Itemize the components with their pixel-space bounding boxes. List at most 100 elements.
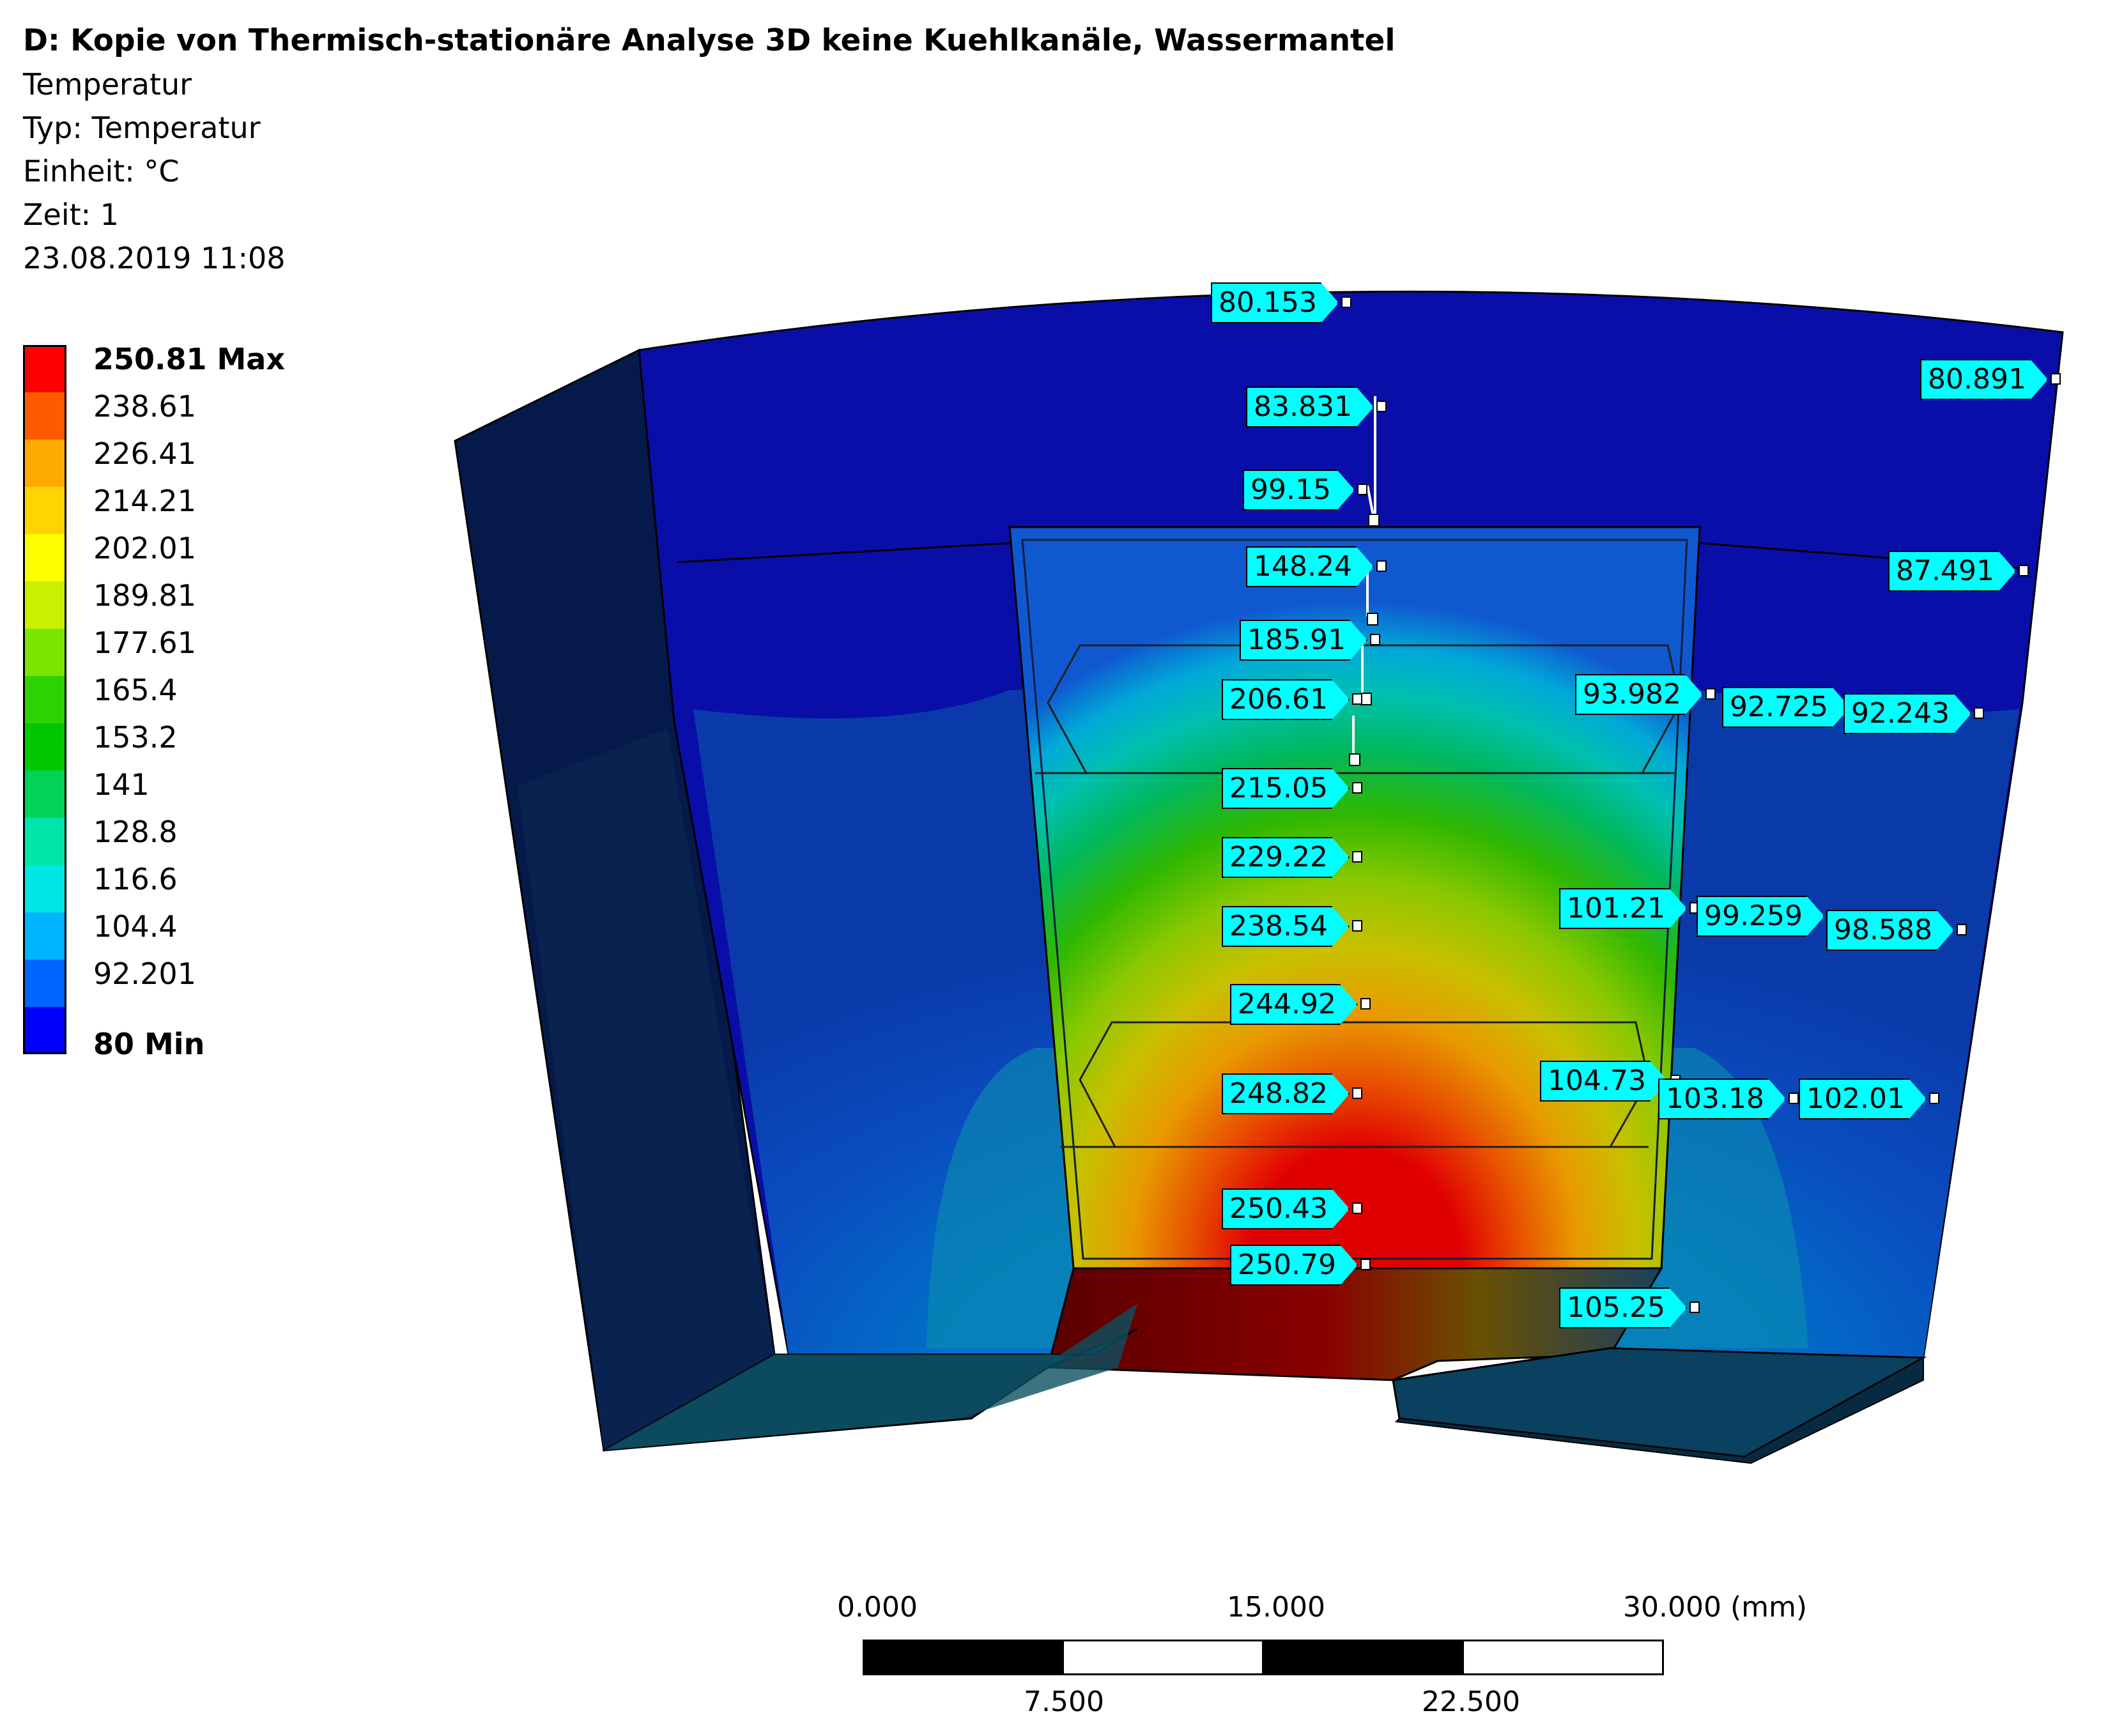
probe-marker-icon — [1370, 634, 1380, 645]
legend-swatch — [23, 818, 66, 865]
probe-label[interactable]: 83.831 — [1246, 387, 1389, 427]
legend-label: 141 — [93, 767, 150, 802]
probe-marker-icon — [1705, 688, 1716, 700]
probe-label[interactable]: 185.91 — [1240, 620, 1383, 661]
probe-value: 83.831 — [1246, 387, 1374, 427]
probe-value: 101.21 — [1559, 888, 1687, 929]
probe-value: 238.54 — [1222, 906, 1350, 947]
probe-label[interactable]: 206.61 — [1222, 679, 1365, 720]
legend-row: 202.01 — [23, 531, 279, 581]
legend-swatch — [23, 534, 66, 581]
legend-row: 177.61 — [23, 626, 279, 676]
legend-swatch — [23, 345, 66, 392]
analysis-title: D: Kopie von Thermisch-stationäre Analys… — [23, 23, 1396, 58]
legend-row: 80 Min — [23, 1007, 279, 1061]
probe-value: 102.01 — [1799, 1079, 1927, 1119]
probe-marker-icon — [1957, 924, 1967, 935]
legend-row: 92.201 — [23, 956, 279, 1007]
legend-label: 177.61 — [93, 626, 196, 660]
probe-marker-icon — [1360, 998, 1371, 1010]
result-time: Zeit: 1 — [23, 197, 119, 232]
legend-swatch — [23, 440, 66, 487]
probe-marker-icon — [1929, 1093, 1939, 1104]
probe-label[interactable]: 99.259 — [1697, 896, 1840, 937]
probe-label[interactable]: 238.54 — [1222, 906, 1365, 947]
probe-value: 206.61 — [1222, 679, 1350, 720]
probe-value: 99.259 — [1697, 896, 1824, 937]
probe-value: 229.22 — [1222, 837, 1350, 878]
probe-label[interactable]: 93.982 — [1575, 674, 1718, 715]
probe-label[interactable]: 104.73 — [1540, 1061, 1683, 1102]
probe-marker-icon — [1376, 560, 1387, 572]
probe-marker-icon — [1789, 1093, 1799, 1104]
result-unit: Einheit: °C — [23, 154, 180, 188]
probe-value: 105.25 — [1559, 1287, 1687, 1328]
probe-marker-icon — [1352, 1202, 1362, 1214]
probe-label[interactable]: 229.22 — [1222, 837, 1365, 878]
scale-segment-1 — [863, 1640, 1064, 1675]
result-name: Temperatur — [23, 67, 192, 102]
probe-marker-icon — [2051, 373, 2061, 385]
legend-label: 116.6 — [93, 862, 178, 896]
probe-marker-icon — [1974, 707, 1984, 719]
probe-marker-icon — [1352, 782, 1362, 794]
probe-label[interactable]: 101.21 — [1559, 888, 1702, 929]
probe-label[interactable]: 250.79 — [1230, 1245, 1373, 1286]
legend-swatch — [23, 581, 66, 629]
legend-row: 189.81 — [23, 578, 279, 629]
scale-label-0: 0.000 — [837, 1591, 918, 1624]
probe-value: 80.153 — [1211, 282, 1339, 323]
probe-value: 80.891 — [1920, 359, 2048, 400]
scale-segment-4 — [1462, 1640, 1664, 1675]
probe-marker-icon — [1689, 1302, 1700, 1313]
probe-marker-icon — [1376, 401, 1387, 412]
probe-label[interactable]: 103.18 — [1658, 1079, 1801, 1119]
probe-label[interactable]: 102.01 — [1799, 1079, 1942, 1119]
probe-label[interactable]: 248.82 — [1222, 1073, 1365, 1114]
probe-label[interactable]: 250.43 — [1222, 1188, 1365, 1229]
probe-marker-icon — [1341, 296, 1351, 308]
scale-label-15: 15.000 — [1227, 1591, 1325, 1624]
probe-label[interactable]: 244.92 — [1230, 984, 1373, 1025]
legend-swatch — [23, 865, 66, 912]
slot-inner-border — [1021, 539, 1688, 1260]
legend-label: 214.21 — [93, 484, 196, 518]
probe-value: 104.73 — [1540, 1061, 1668, 1102]
scale-segment-2 — [1062, 1640, 1264, 1675]
probe-marker-icon — [1352, 851, 1362, 863]
probe-label[interactable]: 92.725 — [1722, 687, 1865, 728]
legend-swatch — [23, 392, 66, 440]
probe-label[interactable]: 80.891 — [1920, 359, 2063, 400]
legend-row: 165.4 — [23, 673, 279, 723]
probe-value: 92.725 — [1722, 687, 1850, 728]
legend-row: 226.41 — [23, 436, 279, 487]
probe-value: 99.15 — [1243, 470, 1355, 511]
legend-label: 92.201 — [93, 956, 196, 991]
probe-label[interactable]: 92.243 — [1843, 693, 1987, 734]
legend-label: 250.81 Max — [93, 342, 286, 376]
legend-row: 153.2 — [23, 720, 279, 771]
probe-value: 248.82 — [1222, 1073, 1350, 1114]
legend-swatch — [23, 487, 66, 534]
probe-label[interactable]: 148.24 — [1246, 546, 1389, 587]
probe-value: 93.982 — [1575, 674, 1703, 715]
probe-label[interactable]: 105.25 — [1559, 1287, 1702, 1328]
scale-label-22-5: 22.500 — [1422, 1686, 1520, 1718]
probe-label[interactable]: 215.05 — [1222, 768, 1365, 809]
probe-label[interactable]: 99.15 — [1243, 470, 1370, 511]
legend-swatch — [23, 912, 66, 960]
scale-segment-3 — [1262, 1640, 1464, 1675]
probe-label[interactable]: 87.491 — [1888, 551, 2031, 592]
probe-label[interactable]: 98.588 — [1826, 910, 1969, 951]
probe-label[interactable]: 80.153 — [1211, 282, 1354, 323]
scale-label-30: 30.000 (mm) — [1623, 1591, 1807, 1624]
legend-label: 104.4 — [93, 909, 178, 944]
result-date: 23.08.2019 11:08 — [23, 241, 286, 275]
legend-swatch — [23, 1007, 66, 1054]
probe-value: 98.588 — [1826, 910, 1954, 951]
probe-marker-icon — [1357, 484, 1367, 495]
legend-swatch — [23, 771, 66, 818]
right-tooth-face — [1394, 1356, 1924, 1464]
result-type: Typ: Temperatur — [23, 111, 261, 145]
